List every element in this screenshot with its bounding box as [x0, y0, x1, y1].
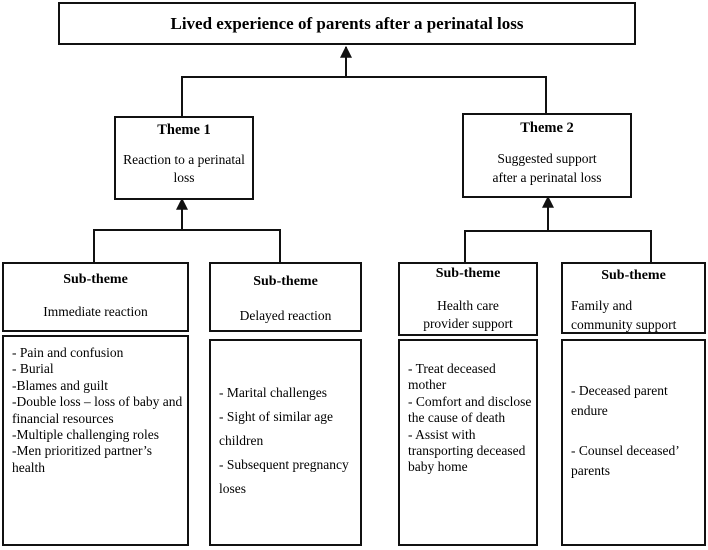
list-item: - Subsequent pregnancy loses: [219, 457, 349, 496]
list-item: - Assist with transporting deceased baby…: [408, 426, 526, 475]
theme2-label-line2: after a perinatal loss: [492, 170, 602, 185]
theme1-heading: Theme 1: [157, 122, 211, 138]
list-item: -Men prioritized partner’s health: [12, 443, 152, 475]
list-item: - Deceased parent endure: [571, 383, 668, 418]
item-list: - Deceased parent endure - Counsel decea…: [571, 381, 701, 481]
theme2-heading: Theme 2: [520, 120, 574, 136]
subtheme-label-line2: provider support: [423, 316, 513, 331]
diagram-title: Lived experience of parents after a peri…: [170, 14, 524, 33]
list-item: -Double loss – loss of baby and financia…: [12, 394, 183, 426]
subtheme-label: Immediate reaction: [43, 304, 148, 319]
list-item: - Marital challenges: [219, 385, 327, 400]
item-list: - Pain and confusion - Burial -Blames an…: [12, 345, 184, 476]
subtheme-label-line1: Health care: [437, 298, 499, 313]
list-item: - Burial: [12, 361, 54, 377]
subtheme-heading: Sub-theme: [435, 266, 501, 281]
delayed-reaction-items-box: - Marital challenges - Sight of similar …: [209, 339, 362, 546]
list-item: -Multiple challenging roles: [12, 427, 159, 443]
subtheme-label: Delayed reaction: [239, 308, 332, 323]
theme2-label-line1: Suggested support: [497, 151, 597, 166]
list-item: - Comfort and disclose the cause of deat…: [408, 393, 532, 426]
subtheme-label-line2: community support: [571, 317, 677, 332]
subtheme-heading: Sub-theme: [63, 272, 128, 287]
subtheme-heading: Sub-theme: [253, 274, 318, 289]
theme1-box: Theme 1 Reaction to a perinatal loss: [114, 116, 254, 200]
title-box: Lived experience of parents after a peri…: [58, 2, 636, 45]
item-list: - Treat deceased mother - Comfort and di…: [408, 361, 536, 476]
subtheme-immediate-box: Sub-theme Immediate reaction: [2, 262, 189, 332]
list-item: - Treat deceased mother: [408, 361, 496, 393]
subtheme-label-line1: Family and: [571, 298, 633, 313]
family-community-items-box: - Deceased parent endure - Counsel decea…: [561, 339, 706, 546]
theme1-label-line2: loss: [173, 170, 195, 185]
list-item: - Pain and confusion: [12, 345, 124, 360]
item-list: - Marital challenges - Sight of similar …: [219, 381, 359, 501]
subtheme-delayed-box: Sub-theme Delayed reaction: [209, 262, 362, 332]
theme2-box: Theme 2 Suggested support after a perina…: [462, 113, 632, 198]
list-item: -Blames and guilt: [12, 377, 108, 393]
subtheme-health-care-box: Sub-theme Health care provider support: [398, 262, 538, 336]
subtheme-family-box: Sub-theme Family and community support: [561, 262, 706, 334]
immediate-reaction-items-box: - Pain and confusion - Burial -Blames an…: [2, 335, 189, 546]
list-item: - Sight of similar age children: [219, 409, 333, 448]
list-item: - Counsel deceased’ parents: [571, 443, 679, 478]
subtheme-heading: Sub-theme: [601, 268, 666, 283]
health-care-items-box: - Treat deceased mother - Comfort and di…: [398, 339, 538, 546]
theme1-label-line1: Reaction to a perinatal: [123, 152, 245, 167]
